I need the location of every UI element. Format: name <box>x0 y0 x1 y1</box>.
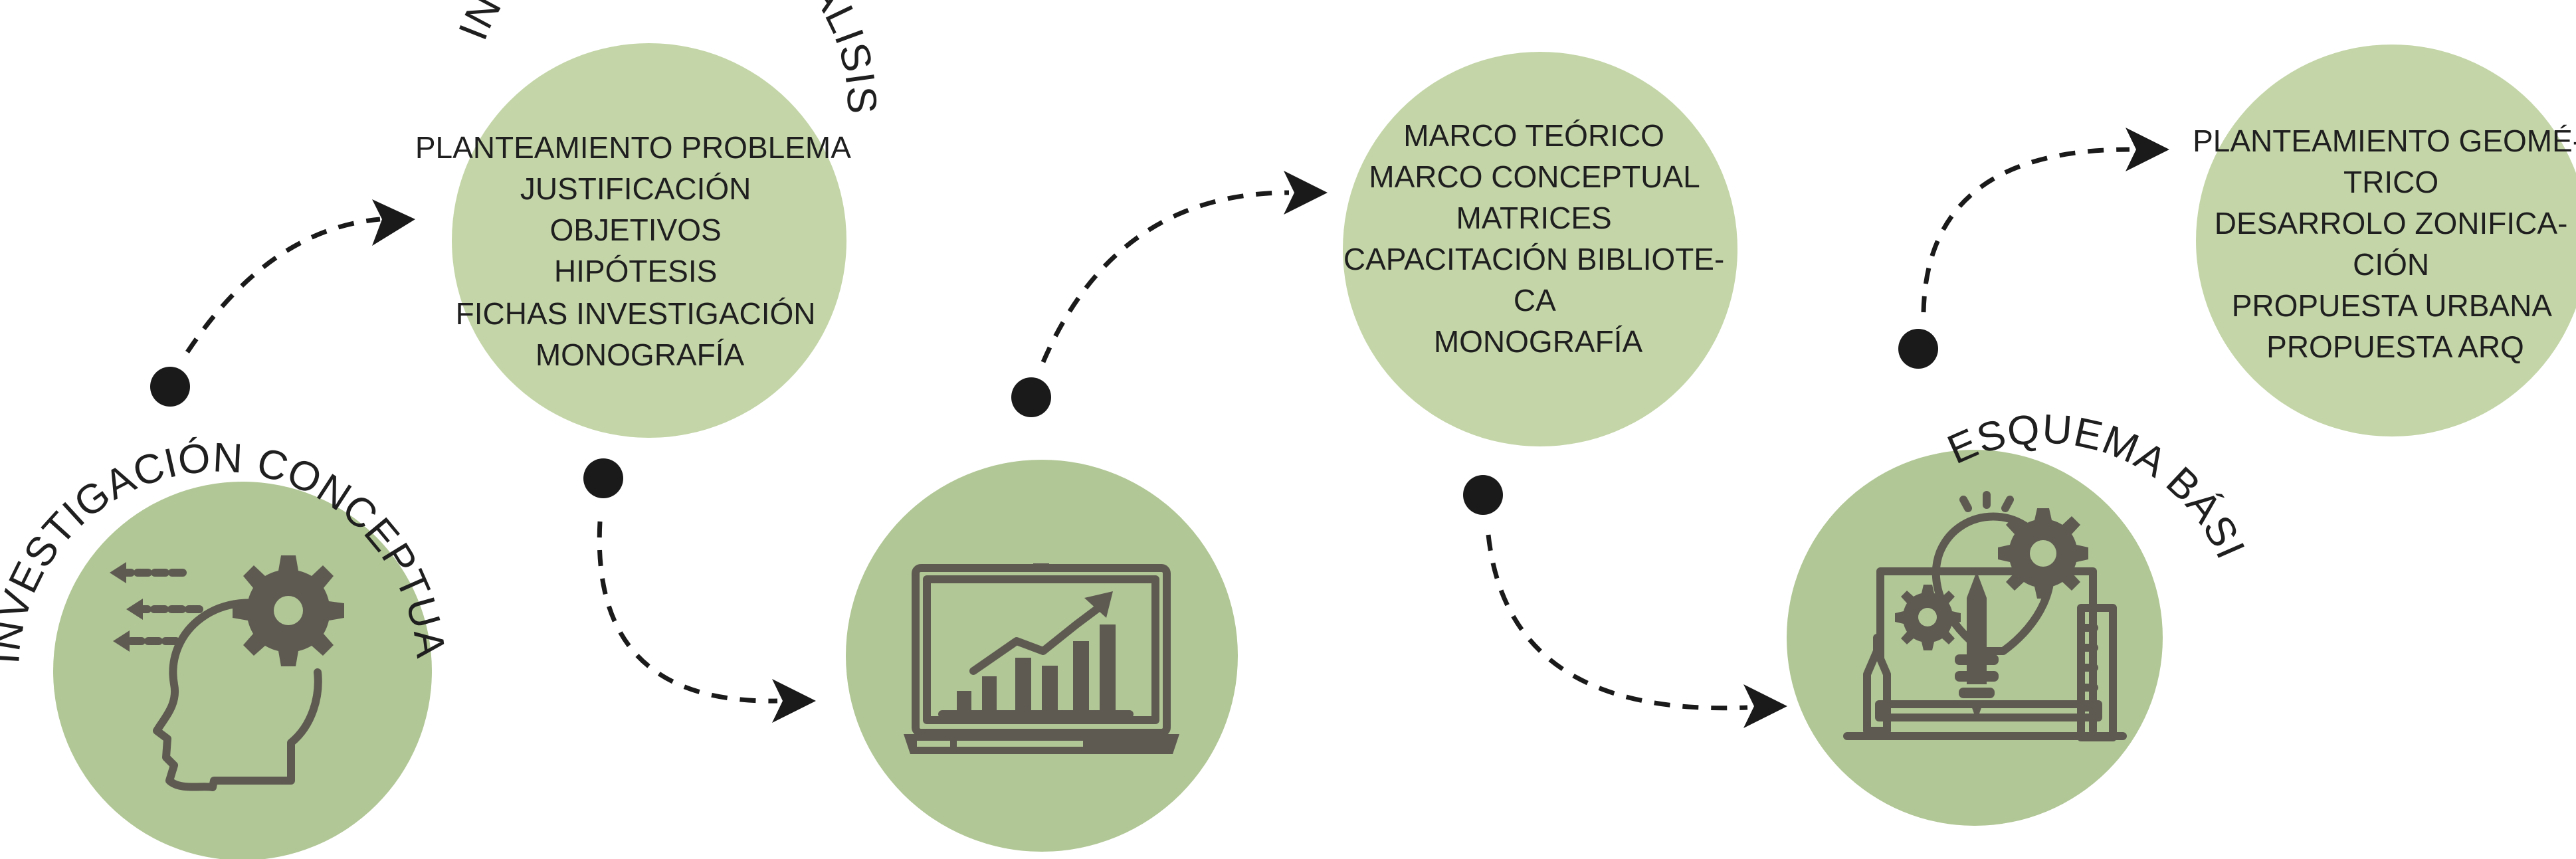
list-item: PROPUESTA URBANA <box>2232 288 2553 323</box>
connector-start-dot <box>583 458 623 498</box>
arrowhead <box>1284 171 1328 215</box>
list-item: CAPACITACIÓN BIBLIOTE- <box>1343 242 1724 276</box>
list-item: CIÓN <box>2353 247 2429 282</box>
list-item: TRICO <box>2343 165 2438 199</box>
list-item: JUSTIFICACIÓN <box>520 171 751 206</box>
list-item: MONOGRAFÍA <box>1434 324 1643 359</box>
connector-1 <box>150 199 415 407</box>
list-item: CA <box>1514 283 1556 318</box>
stage-list-investigacion-analisis: PLANTEAMIENTO PROBLEMA JUSTIFICACIÓN OBJ… <box>415 130 858 372</box>
connector-2 <box>583 458 816 723</box>
connector-3 <box>1011 171 1328 417</box>
list-item: DESARROLO ZONIFICA- <box>2215 206 2568 240</box>
connector-4 <box>1463 475 1787 728</box>
head-gear-icon <box>110 555 344 791</box>
stage-circle-propuesta <box>2196 45 2576 436</box>
list-item: PLANTEAMIENTO GEOMÉ- <box>2193 124 2576 158</box>
stage-list-propuesta: PLANTEAMIENTO GEOMÉ- TRICO DESARROLO ZON… <box>2193 124 2576 364</box>
connector-start-dot <box>1011 377 1051 417</box>
list-item: MARCO CONCEPTUAL <box>1369 159 1700 194</box>
stage-circle-laptop <box>846 460 1238 852</box>
stage-circle-marco-teorico <box>1343 52 1737 446</box>
stage-list-marco-teorico: MARCO TEÓRICO MARCO CONCEPTUAL MATRICES … <box>1343 118 1733 359</box>
list-item: PLANTEAMIENTO PROBLEMA <box>415 130 851 165</box>
arrowhead <box>1743 684 1787 728</box>
list-item: MATRICES <box>1456 201 1611 235</box>
laptop-chart-icon <box>904 563 1179 754</box>
connector-start-dot <box>1463 475 1503 515</box>
bulb-tools-icon <box>1843 491 2127 741</box>
connector-5 <box>1898 128 2169 369</box>
stage-circle-investigacion-analisis <box>452 43 846 438</box>
connector-start-dot <box>150 367 190 407</box>
list-item: OBJETIVOS <box>550 213 722 247</box>
connector-start-dot <box>1898 329 1938 369</box>
list-item: FICHAS INVESTIGACIÓN <box>456 296 816 331</box>
arrowhead <box>372 199 415 246</box>
list-item: HIPÓTESIS <box>554 254 717 288</box>
arrowhead <box>772 679 816 723</box>
arrowhead <box>2126 128 2169 171</box>
list-item: MARCO TEÓRICO <box>1403 118 1664 153</box>
list-item: PROPUESTA ARQ <box>2266 330 2524 364</box>
list-item: MONOGRAFÍA <box>536 337 745 372</box>
